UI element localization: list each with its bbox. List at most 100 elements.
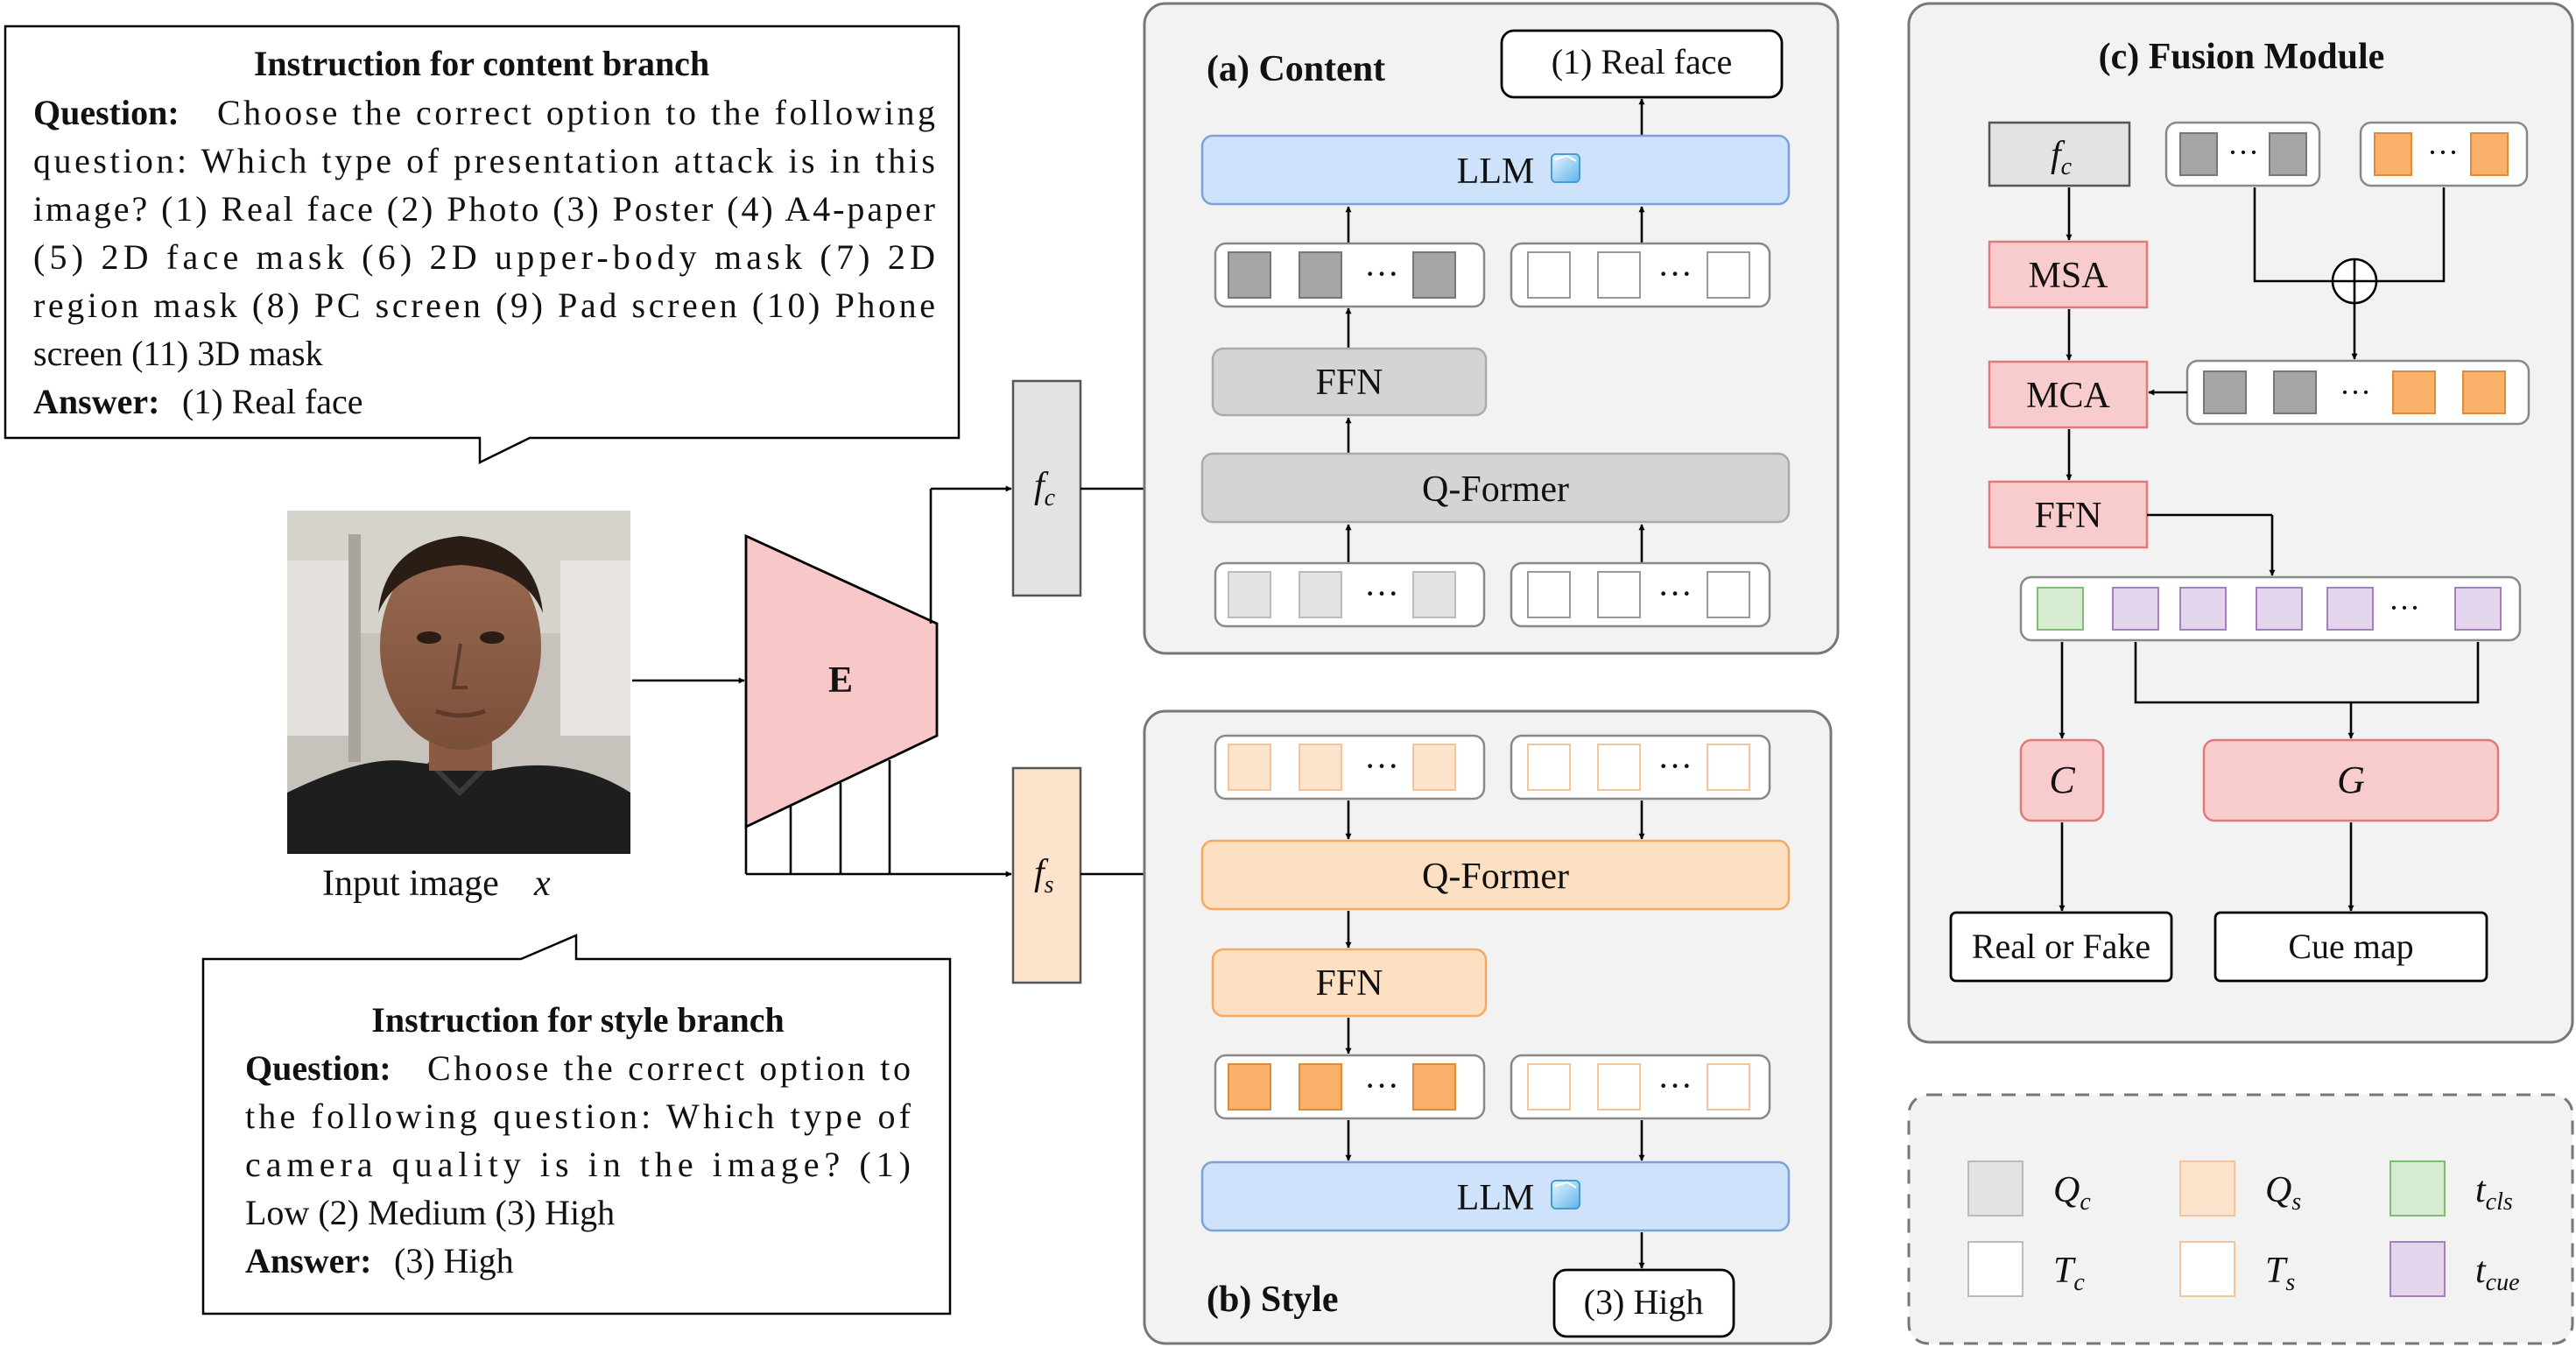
content-instruction-token bbox=[1527, 571, 1571, 618]
encoder-taps bbox=[744, 760, 891, 876]
content-learnable-query bbox=[1228, 571, 1271, 618]
content-output-label: (1) Real face bbox=[1552, 42, 1733, 81]
content-llm-block bbox=[1200, 134, 1791, 206]
content-panel: (a) Content (1) Real face LLM ··· ··· FF… bbox=[1143, 2, 1840, 655]
content-qformer-label: Q-Former bbox=[1422, 469, 1569, 510]
legend-label-tcue: tcue bbox=[2475, 1251, 2520, 1296]
style-text-token bbox=[1707, 1063, 1750, 1111]
fusion-concat-orange-token bbox=[2462, 370, 2506, 414]
content-instruction-ellipsis: ··· bbox=[1658, 574, 1693, 613]
style-text-ellipsis: ··· bbox=[1658, 1066, 1693, 1105]
content-question-line-5: region mask (8) PC screen (9) Pad screen… bbox=[33, 286, 935, 325]
legend-swatch-qs bbox=[2179, 1160, 2235, 1217]
style-learnable-ellipsis: ··· bbox=[1364, 746, 1399, 786]
style-panel: ··· ··· Q-Former FFN ··· ··· LLM bbox=[1143, 709, 1833, 1345]
style-text-token bbox=[1527, 1063, 1571, 1111]
concat-plus-icon bbox=[2331, 257, 2378, 305]
content-text-token bbox=[1597, 251, 1641, 299]
input-image-caption: Input image bbox=[322, 864, 499, 904]
fusion-panel-title: (c) Fusion Module bbox=[2099, 37, 2385, 77]
fusion-ffn-label: FFN bbox=[2034, 496, 2101, 536]
fusion-classifier-label: C bbox=[2049, 758, 2075, 801]
style-qformer-label: Q-Former bbox=[1422, 857, 1569, 897]
fusion-generator-block bbox=[2202, 738, 2500, 822]
style-question-label: Question: bbox=[245, 1048, 391, 1088]
content-question-line-1: Choose the correct option to the followi… bbox=[217, 93, 935, 132]
line-content-to-concat bbox=[2253, 187, 2333, 283]
fusion-msa-block bbox=[1988, 240, 2149, 309]
fusion-content-ellipsis: ··· bbox=[2228, 135, 2259, 170]
content-query-token bbox=[1228, 251, 1271, 299]
style-text-token bbox=[1597, 1063, 1641, 1111]
fusion-cue-token bbox=[2256, 587, 2303, 631]
style-instruction-title: Instruction for style branch bbox=[371, 1000, 784, 1040]
legend-swatch-tc bbox=[1967, 1241, 2023, 1297]
legend-label-tc: Tc bbox=[2053, 1251, 2085, 1296]
legend: Qc Qs tcls Tc Ts tcue bbox=[1907, 1093, 2574, 1345]
style-question-line-4: Low (2) Medium (3) High bbox=[245, 1193, 615, 1232]
fusion-cls-output-label: Real or Fake bbox=[1972, 927, 2150, 966]
fusion-content-token bbox=[2269, 132, 2307, 176]
legend-swatch-tcls bbox=[2389, 1160, 2446, 1217]
line-style-to-concat bbox=[2376, 187, 2446, 283]
fusion-ffn-block bbox=[1988, 480, 2149, 549]
content-learnable-ellipsis: ··· bbox=[1364, 574, 1399, 613]
content-question-line-2: question: Which type of presentation att… bbox=[33, 141, 935, 180]
fusion-cue-token bbox=[2326, 587, 2374, 631]
style-qformer-block bbox=[1200, 839, 1791, 911]
style-question-line-3: camera quality is in the image? (1) bbox=[245, 1145, 911, 1184]
fusion-output-ellipsis: ··· bbox=[2389, 590, 2420, 625]
style-llm-block bbox=[1200, 1160, 1791, 1232]
legend-label-qc: Qc bbox=[2053, 1170, 2091, 1216]
content-answer: (1) Real face bbox=[182, 382, 363, 421]
style-learnable-query bbox=[1299, 744, 1342, 791]
fusion-map-output-box bbox=[2214, 911, 2488, 983]
fusion-concat-gray-token bbox=[2203, 370, 2247, 414]
content-query-token bbox=[1299, 251, 1342, 299]
fusion-concat-orange-token bbox=[2392, 370, 2436, 414]
style-instruction-token bbox=[1527, 744, 1571, 791]
content-instruction-title: Instruction for content branch bbox=[254, 44, 709, 83]
style-learnable-query bbox=[1228, 744, 1271, 791]
fusion-cue-token bbox=[2454, 587, 2502, 631]
content-ffn-label: FFN bbox=[1315, 363, 1383, 403]
legend-label-tcls: tcls bbox=[2475, 1170, 2513, 1216]
fusion-generator-label: G bbox=[2337, 758, 2365, 801]
fusion-style-token bbox=[2374, 132, 2412, 176]
fusion-panel: (c) Fusion Module fc ··· ··· ··· MS bbox=[1907, 2, 2574, 1044]
style-ffn-block bbox=[1211, 948, 1488, 1018]
content-panel-title: (a) Content bbox=[1207, 49, 1385, 89]
style-instruction-token bbox=[1707, 744, 1750, 791]
content-text-ellipsis: ··· bbox=[1658, 254, 1693, 293]
content-learnable-query bbox=[1299, 571, 1342, 618]
fusion-concat-gray-token bbox=[2273, 370, 2317, 414]
content-question-line-3: image? (1) Real face (2) Photo (3) Poste… bbox=[33, 189, 935, 229]
fusion-map-output-label: Cue map bbox=[2288, 927, 2413, 966]
legend-swatch-tcue bbox=[2389, 1241, 2446, 1297]
legend-swatch-qc bbox=[1967, 1160, 2023, 1217]
legend-label-ts: Ts bbox=[2265, 1251, 2295, 1296]
content-qformer-block bbox=[1200, 452, 1791, 524]
style-ffn-label: FFN bbox=[1315, 963, 1383, 1004]
content-instruction-token bbox=[1707, 571, 1750, 618]
fusion-fc-input bbox=[1988, 121, 2131, 187]
style-instruction-ellipsis: ··· bbox=[1658, 746, 1693, 786]
style-question-line-1: Choose the correct option to bbox=[427, 1048, 911, 1088]
fusion-classifier-block bbox=[2019, 738, 2105, 822]
fusion-cls-token bbox=[2037, 587, 2084, 631]
content-ffn-block bbox=[1211, 347, 1488, 417]
content-query-token bbox=[1412, 251, 1456, 299]
content-question-line-6: screen (11) 3D mask bbox=[33, 334, 323, 373]
style-answer-label: Answer: bbox=[245, 1241, 371, 1280]
fusion-mca-label: MCA bbox=[2026, 376, 2110, 416]
style-query-ellipsis: ··· bbox=[1364, 1066, 1399, 1105]
style-output-box bbox=[1552, 1268, 1735, 1338]
style-answer: (3) High bbox=[394, 1241, 514, 1280]
content-query-ellipsis: ··· bbox=[1364, 254, 1399, 293]
content-llm-frozen-icon bbox=[1551, 153, 1580, 183]
input-face-image bbox=[287, 511, 630, 854]
style-panel-title: (b) Style bbox=[1207, 1280, 1339, 1320]
content-question-label: Question: bbox=[33, 93, 179, 132]
style-llm-label: LLM bbox=[1457, 1178, 1535, 1218]
